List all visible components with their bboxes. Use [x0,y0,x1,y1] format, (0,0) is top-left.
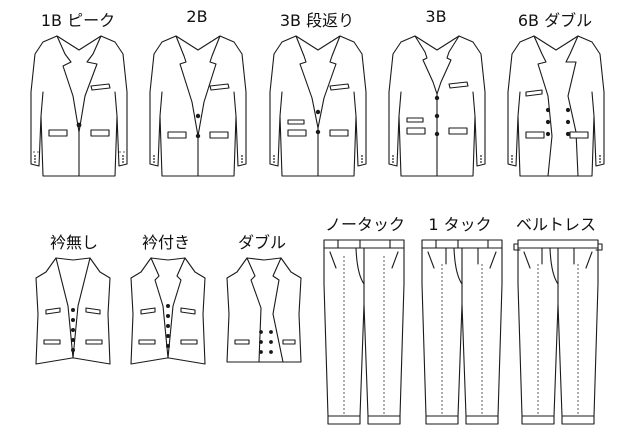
trousers-label-beltless: ベルトレス [515,215,597,234]
vest-collarless-icon [35,257,111,365]
vest-double-icon [226,257,302,363]
jacket-label-6b-double: 6B ダブル [517,11,593,30]
trousers-label-one-tuck: 1 タック [428,215,492,234]
vest-collared-icon [130,257,206,365]
jacket-label-2b: 2B [186,7,208,26]
trousers-one-tuck-icon [421,239,503,425]
jacket-6b-double-icon [507,35,605,177]
jacket-3b-icon [388,35,486,177]
vest-label-double: ダブル [237,233,287,252]
jacket-2b-icon [149,35,247,177]
jacket-1b-peak-icon [30,35,128,177]
jacket-label-3b: 3B [425,7,447,26]
trousers-label-no-tuck: ノータック [324,215,406,234]
vest-label-collarless: 衿無し [49,233,99,252]
trousers-no-tuck-icon [323,239,405,425]
vest-label-collared: 衿付き [141,233,191,252]
jacket-label-1b-peak: 1B ピーク [40,11,116,30]
trousers-beltless-icon [513,239,603,425]
jacket-3b-roll-icon [269,35,367,177]
jacket-label-3b-roll: 3B 段返り [279,11,355,30]
